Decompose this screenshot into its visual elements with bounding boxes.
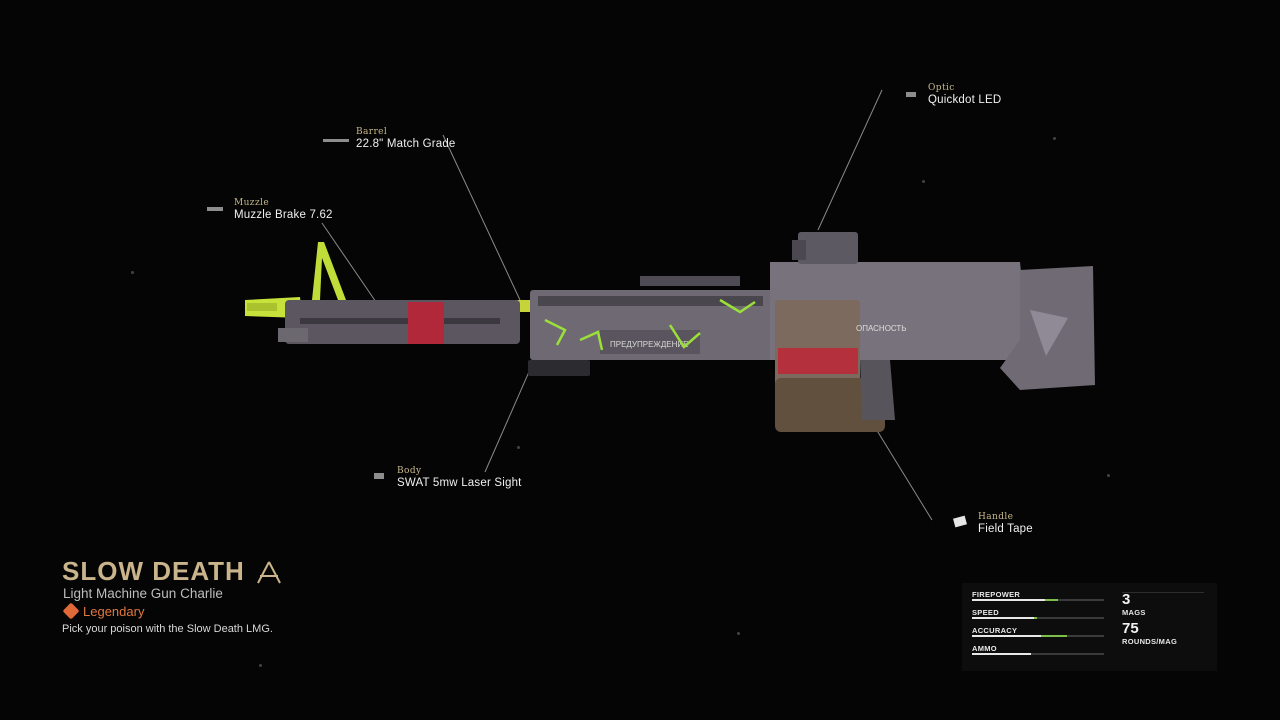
stat-gain: [1040, 635, 1068, 637]
weapon-class: Light Machine Gun Charlie: [63, 586, 223, 601]
stat-gain: [1044, 599, 1058, 601]
weapon-optic: [798, 232, 858, 264]
stat-label-speed: SPEED: [972, 608, 999, 617]
stat-fill: [972, 635, 1041, 637]
dust-speck: [517, 446, 520, 449]
dust-speck: [131, 271, 134, 274]
stat-bar-accuracy: [972, 635, 1104, 637]
stat-label-firepower: FIREPOWER: [972, 590, 1021, 599]
attachment-category-muzzle: Muzzle: [234, 198, 270, 208]
panel-divider: [1122, 592, 1204, 593]
weapon-muzzle-brake: [247, 303, 277, 311]
stat-fill: [972, 653, 1032, 655]
weapon-laser-sight: [528, 360, 590, 376]
mags-label: MAGS: [1122, 608, 1146, 617]
barrel-icon: [323, 139, 349, 142]
weapon-name: SLOW DEATH: [62, 556, 245, 586]
dust-speck: [259, 664, 262, 667]
laser-icon: [374, 473, 384, 479]
stat-gain: [1034, 617, 1037, 619]
attachment-name-muzzle[interactable]: Muzzle Brake 7.62: [234, 209, 333, 221]
mags-count: 3: [1122, 591, 1131, 608]
weapon-red-tape: [408, 302, 444, 344]
rounds-count: 75: [1122, 620, 1139, 637]
stat-label-accuracy: ACCURACY: [972, 626, 1018, 635]
dust-speck: [737, 632, 740, 635]
stat-bar-firepower: [972, 599, 1104, 601]
attachment-name-barrel[interactable]: 22.8" Match Grade: [356, 138, 456, 150]
attachment-category-barrel: Barrel: [356, 127, 388, 137]
stat-fill: [972, 599, 1045, 601]
attachment-category-optic: Optic: [928, 83, 955, 93]
stat-bar-speed: [972, 617, 1104, 619]
rounds-label: ROUNDS/MAG: [1122, 637, 1178, 646]
weapon-ammo-pouch: [775, 300, 860, 390]
dust-speck: [1053, 137, 1056, 140]
decal-warning: ПРЕДУПРЕЖДЕНИЕ: [610, 340, 688, 349]
weapon-grip: [860, 360, 895, 420]
weapon-receiver: [530, 290, 775, 360]
decal-danger: ОПАСНОСТЬ: [856, 324, 907, 333]
weapon-rarity: Legendary: [83, 604, 145, 619]
muzzle-icon: [207, 207, 223, 211]
dust-speck: [922, 180, 925, 183]
weapon-front-sight: [312, 242, 346, 300]
attachment-category-body: Body: [397, 466, 422, 476]
attachment-category-handle: Handle: [978, 512, 1014, 522]
attachment-name-optic[interactable]: Quickdot LED: [928, 94, 1002, 106]
weapon-tier-icon: [257, 561, 281, 584]
attachment-name-handle[interactable]: Field Tape: [978, 523, 1033, 535]
stat-label-ammo: AMMO: [972, 644, 997, 653]
attachment-name-body[interactable]: SWAT 5mw Laser Sight: [397, 477, 522, 489]
optic-icon: [906, 92, 916, 97]
weapon-description: Pick your poison with the Slow Death LMG…: [62, 623, 273, 635]
stat-fill: [972, 617, 1035, 619]
stat-bar-ammo: [972, 653, 1104, 655]
decal-skull: [1030, 310, 1068, 356]
weapon-ammo-box: [775, 378, 885, 432]
stats-panel: FIREPOWER SPEED ACCURACY AMMO 3 MAGS 75 …: [962, 583, 1217, 671]
dust-speck: [1107, 474, 1110, 477]
